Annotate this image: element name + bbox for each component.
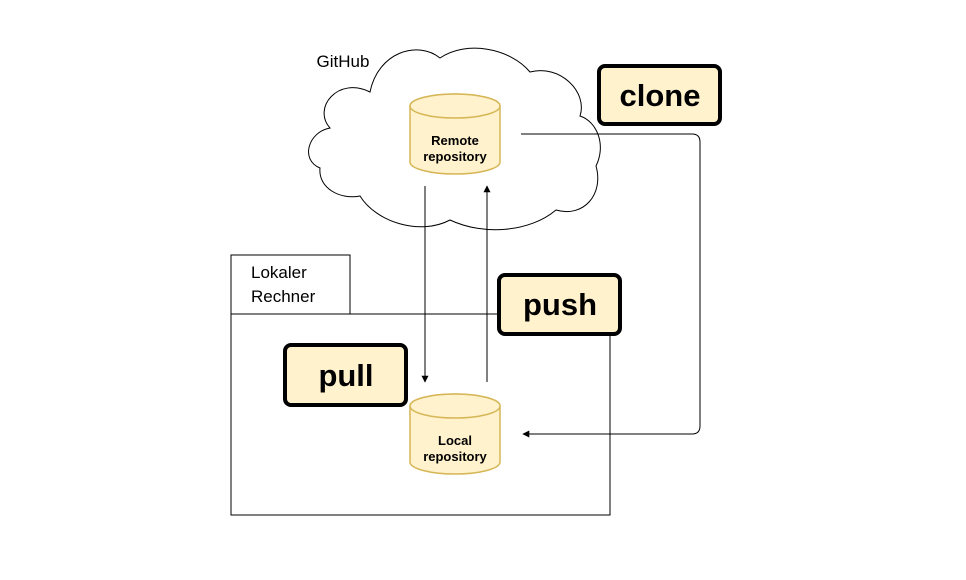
local-repo-label-line1: Local [438,433,472,448]
remote-repository: Remote repository [409,93,501,175]
clone-label-box: clone [597,64,722,126]
push-box [497,273,622,336]
local-machine-tab [230,254,351,315]
connectors [421,133,701,438]
push-text: push [523,287,597,322]
clone-arrow [521,133,701,438]
push-label-box: push [497,273,622,336]
pull-label-box: pull [283,343,408,407]
cloud-label: GitHub [317,52,370,71]
local-machine-label-line1: Lokaler [251,263,307,282]
clone-text: clone [620,78,701,113]
pull-box [283,343,408,407]
local-machine-label-line2: Rechner [251,287,316,306]
clone-box [597,64,722,126]
remote-repo-cylinder-top [409,93,501,119]
local-repo-cylinder-top [409,393,501,419]
remote-repo-label-line1: Remote [431,133,479,148]
pull-text: pull [318,358,373,393]
local-repository: Local repository [409,393,501,475]
remote-repo-label-line2: repository [423,149,487,164]
local-repo-label-line2: repository [423,449,487,464]
